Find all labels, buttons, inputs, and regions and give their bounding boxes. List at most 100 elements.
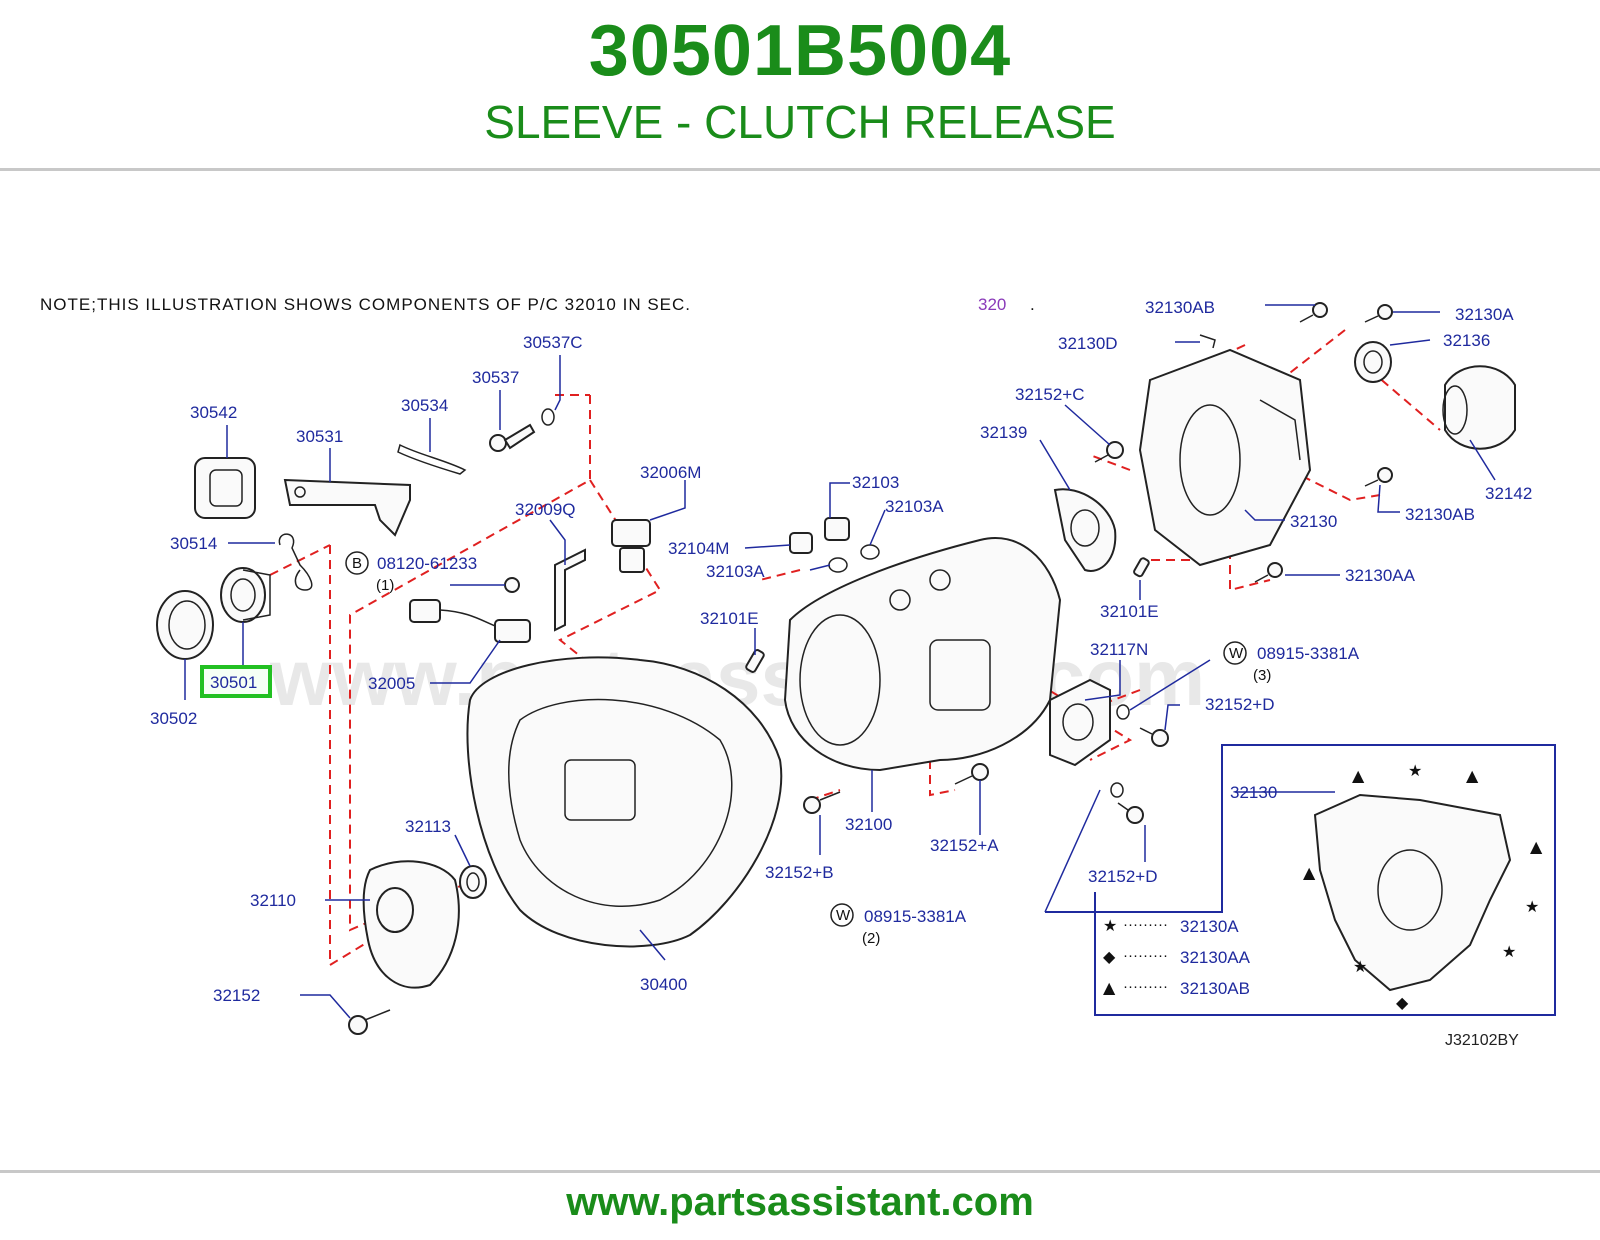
legend-part-2[interactable]: 32130AB — [1180, 979, 1250, 998]
part-32101e-pin-2[interactable] — [1133, 557, 1150, 578]
part-32136-seal[interactable] — [1354, 341, 1392, 383]
label-30537[interactable]: 30537 — [472, 368, 519, 387]
part-32110-front-cover[interactable] — [362, 860, 460, 989]
label-32103a-right[interactable]: 32103A — [885, 497, 944, 516]
label-32152[interactable]: 32152 — [213, 986, 260, 1005]
label-32130aa[interactable]: 32130AA — [1345, 566, 1416, 585]
label-32130a[interactable]: 32130A — [1455, 305, 1514, 324]
legend-symbol-1: ◆ — [1103, 947, 1116, 966]
part-32130d-breather[interactable] — [1199, 334, 1216, 349]
label-32152a[interactable]: 32152+A — [930, 836, 999, 855]
highlight-box-30501 — [200, 665, 272, 698]
callout-b-circle — [345, 551, 369, 575]
part-32009q-bracket[interactable] — [554, 548, 586, 632]
callout-w1-qty: (3) — [1253, 667, 1271, 684]
part-32103a-washer-1[interactable] — [828, 557, 848, 573]
label-32136[interactable]: 32136 — [1443, 331, 1490, 350]
part-30542-boot[interactable] — [194, 457, 256, 519]
part-32130ab-bolt-top[interactable] — [1299, 302, 1328, 323]
part-32152d-bolt-2[interactable] — [1117, 802, 1144, 824]
part-32100-transmission-case[interactable] — [783, 537, 1062, 772]
label-32103[interactable]: 32103 — [852, 473, 899, 492]
part-32130ab-bolt-right[interactable] — [1364, 467, 1393, 487]
inset-star-top: ★ — [1408, 761, 1422, 780]
callout-b-bolt: B 08120-61233 (1) — [345, 551, 477, 594]
label-32110[interactable]: 32110 — [250, 891, 296, 910]
label-32152b[interactable]: 32152+B — [765, 863, 834, 882]
label-32130d[interactable]: 32130D — [1058, 334, 1118, 353]
callout-w2-part[interactable]: 08915-3381A — [864, 907, 967, 926]
part-32142-cover[interactable] — [1442, 365, 1516, 450]
part-30514-clip[interactable] — [278, 533, 313, 591]
label-32100[interactable]: 32100 — [845, 815, 892, 834]
callout-b-part[interactable]: 08120-61233 — [377, 554, 477, 573]
part-32152b-bolt[interactable] — [803, 791, 841, 814]
part-32152d-bolt-1[interactable] — [1139, 727, 1169, 747]
label-30501-highlighted[interactable]: 30501 — [210, 673, 257, 692]
part-32113-seal[interactable] — [459, 865, 487, 899]
part-32103-plug[interactable] — [824, 517, 850, 541]
part-washer-w2[interactable] — [1110, 782, 1124, 798]
label-32117n[interactable]: 32117N — [1090, 640, 1148, 659]
label-32130-inset[interactable]: 32130 — [1230, 783, 1277, 802]
label-32104m[interactable]: 32104M — [668, 539, 729, 558]
label-32152d-lower[interactable]: 32152+D — [1088, 867, 1157, 886]
footer-website-url[interactable]: www.partsassistant.com — [566, 1180, 1034, 1224]
part-washer-w1[interactable] — [1116, 704, 1130, 720]
label-32142[interactable]: 32142 — [1485, 484, 1532, 503]
label-32130ab-right[interactable]: 32130AB — [1405, 505, 1475, 524]
drawing-code: J32102BY — [1445, 1032, 1519, 1049]
callout-b-letter: B — [352, 555, 362, 572]
label-32139[interactable]: 32139 — [980, 423, 1027, 442]
label-32130[interactable]: 32130 — [1290, 512, 1337, 531]
part-32139-gasket[interactable] — [1053, 488, 1117, 572]
legend-part-1[interactable]: 32130AA — [1180, 948, 1251, 967]
label-32113[interactable]: 32113 — [405, 817, 451, 836]
callout-w1-part[interactable]: 08915-3381A — [1257, 644, 1360, 663]
part-32005-harness[interactable] — [409, 599, 531, 643]
label-30531[interactable]: 30531 — [296, 427, 343, 446]
part-32152a-bolt[interactable] — [954, 763, 989, 785]
part-30400-clutch-housing[interactable] — [466, 656, 783, 948]
part-30537-pivot[interactable] — [489, 423, 536, 452]
legend-part-0[interactable]: 32130A — [1180, 917, 1239, 936]
label-32005[interactable]: 32005 — [368, 674, 415, 693]
part-32104m-plug[interactable] — [789, 532, 813, 554]
part-32152-bolt[interactable] — [348, 1009, 391, 1035]
part-08120-61233-bolt[interactable] — [504, 577, 520, 593]
label-32152d-upper[interactable]: 32152+D — [1205, 695, 1274, 714]
page-header: 30501B5004 SLEEVE - CLUTCH RELEASE — [0, 0, 1600, 170]
label-30514[interactable]: 30514 — [170, 534, 217, 553]
inset-frame — [1045, 744, 1556, 1016]
label-32152c[interactable]: 32152+C — [1015, 385, 1084, 404]
label-30502[interactable]: 30502 — [150, 709, 197, 728]
part-30501-release-sleeve[interactable] — [220, 567, 271, 623]
inset-star-lower-right: ★ — [1502, 942, 1516, 961]
part-32152c-bolt[interactable] — [1094, 441, 1124, 463]
part-32130a-bolt[interactable] — [1364, 304, 1393, 323]
label-32101e-right[interactable]: 32101E — [1100, 602, 1159, 621]
part-30502-seal[interactable] — [156, 590, 214, 660]
label-30534[interactable]: 30534 — [401, 396, 448, 415]
label-30400[interactable]: 30400 — [640, 975, 687, 994]
label-32006m[interactable]: 32006M — [640, 463, 701, 482]
inset-triangle-left: ▲ — [1303, 863, 1316, 882]
callout-w1-circle — [1223, 641, 1247, 665]
label-30537c[interactable]: 30537C — [523, 333, 583, 352]
label-32009q[interactable]: 32009Q — [515, 500, 576, 519]
label-30542[interactable]: 30542 — [190, 403, 237, 422]
part-30534-spring[interactable] — [397, 443, 467, 475]
legend-dots-1: ········· — [1123, 947, 1168, 964]
label-32130ab-top[interactable]: 32130AB — [1145, 298, 1215, 317]
part-32006m-switch[interactable] — [611, 519, 651, 573]
label-32103a-left[interactable]: 32103A — [706, 562, 765, 581]
label-32101e-left[interactable]: 32101E — [700, 609, 759, 628]
part-30537c-clip[interactable] — [541, 408, 555, 426]
part-30531-withdrawal-lever[interactable] — [283, 478, 411, 537]
part-32117n-adapter-plate[interactable] — [1049, 678, 1111, 767]
part-32103a-washer-2[interactable] — [860, 544, 880, 560]
part-32101e-pin-1[interactable] — [745, 649, 765, 673]
part-32130-rear-extension[interactable] — [1138, 348, 1312, 567]
part-32130aa-bolt[interactable] — [1254, 562, 1283, 583]
